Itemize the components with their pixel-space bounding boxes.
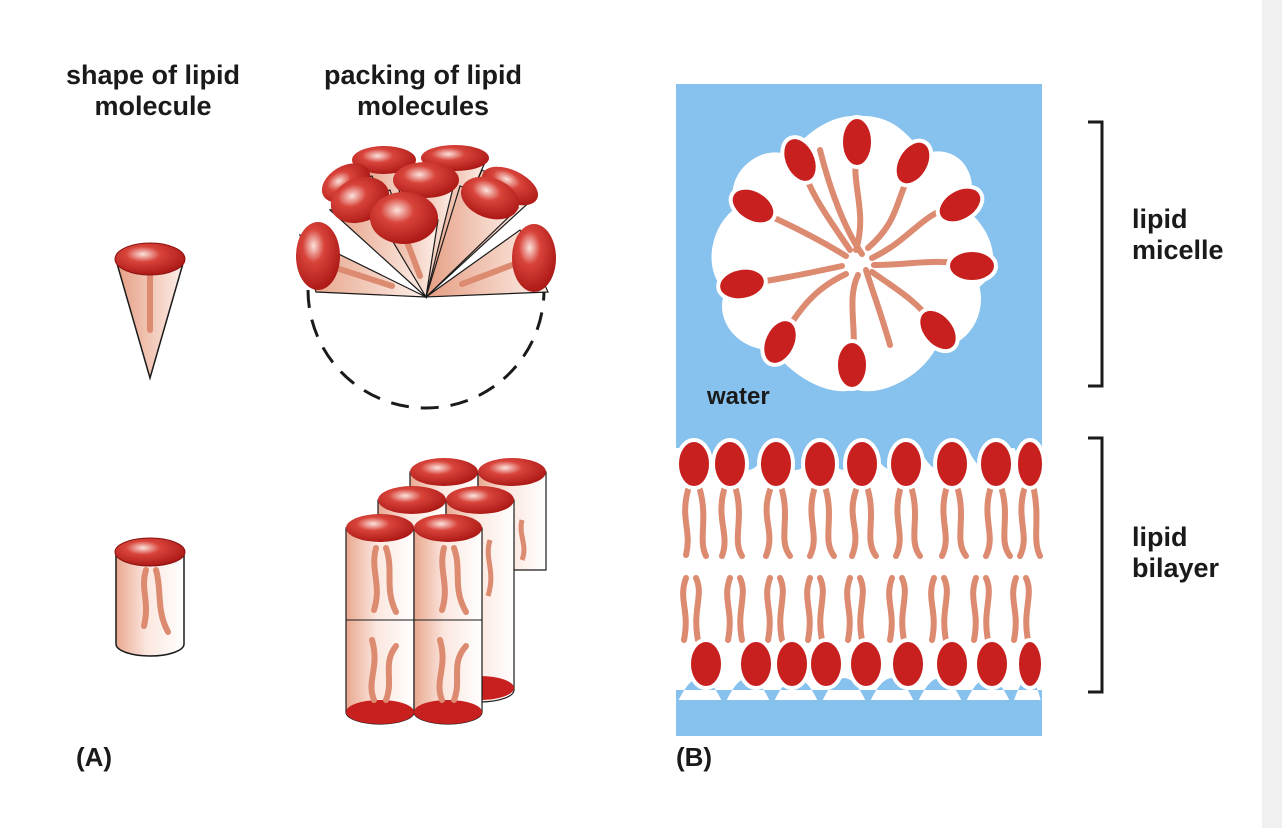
- lipid-bilayer: [675, 438, 1046, 706]
- panel-a-label: (A): [76, 742, 113, 772]
- water-label: water: [707, 383, 770, 410]
- micelle-bracket: [1088, 120, 1104, 388]
- cylinder-lipid-molecule: [114, 537, 186, 657]
- cone-lipid-molecule: [114, 242, 186, 381]
- bilayer-label: lipid bilayer: [1132, 522, 1220, 584]
- panel-b-label: (B): [676, 742, 713, 772]
- packing-header: packing of lipid molecules: [323, 60, 522, 122]
- cylinder-packing-block: [345, 458, 547, 725]
- page-edge-strip: [1262, 0, 1282, 828]
- lipid-micelle: [711, 115, 998, 392]
- shape-header: shape of lipid molecule: [65, 60, 240, 122]
- cone-packing-hemisphere: [296, 145, 556, 410]
- micelle-label: lipid micelle: [1132, 204, 1224, 266]
- bilayer-bracket: [1088, 436, 1104, 694]
